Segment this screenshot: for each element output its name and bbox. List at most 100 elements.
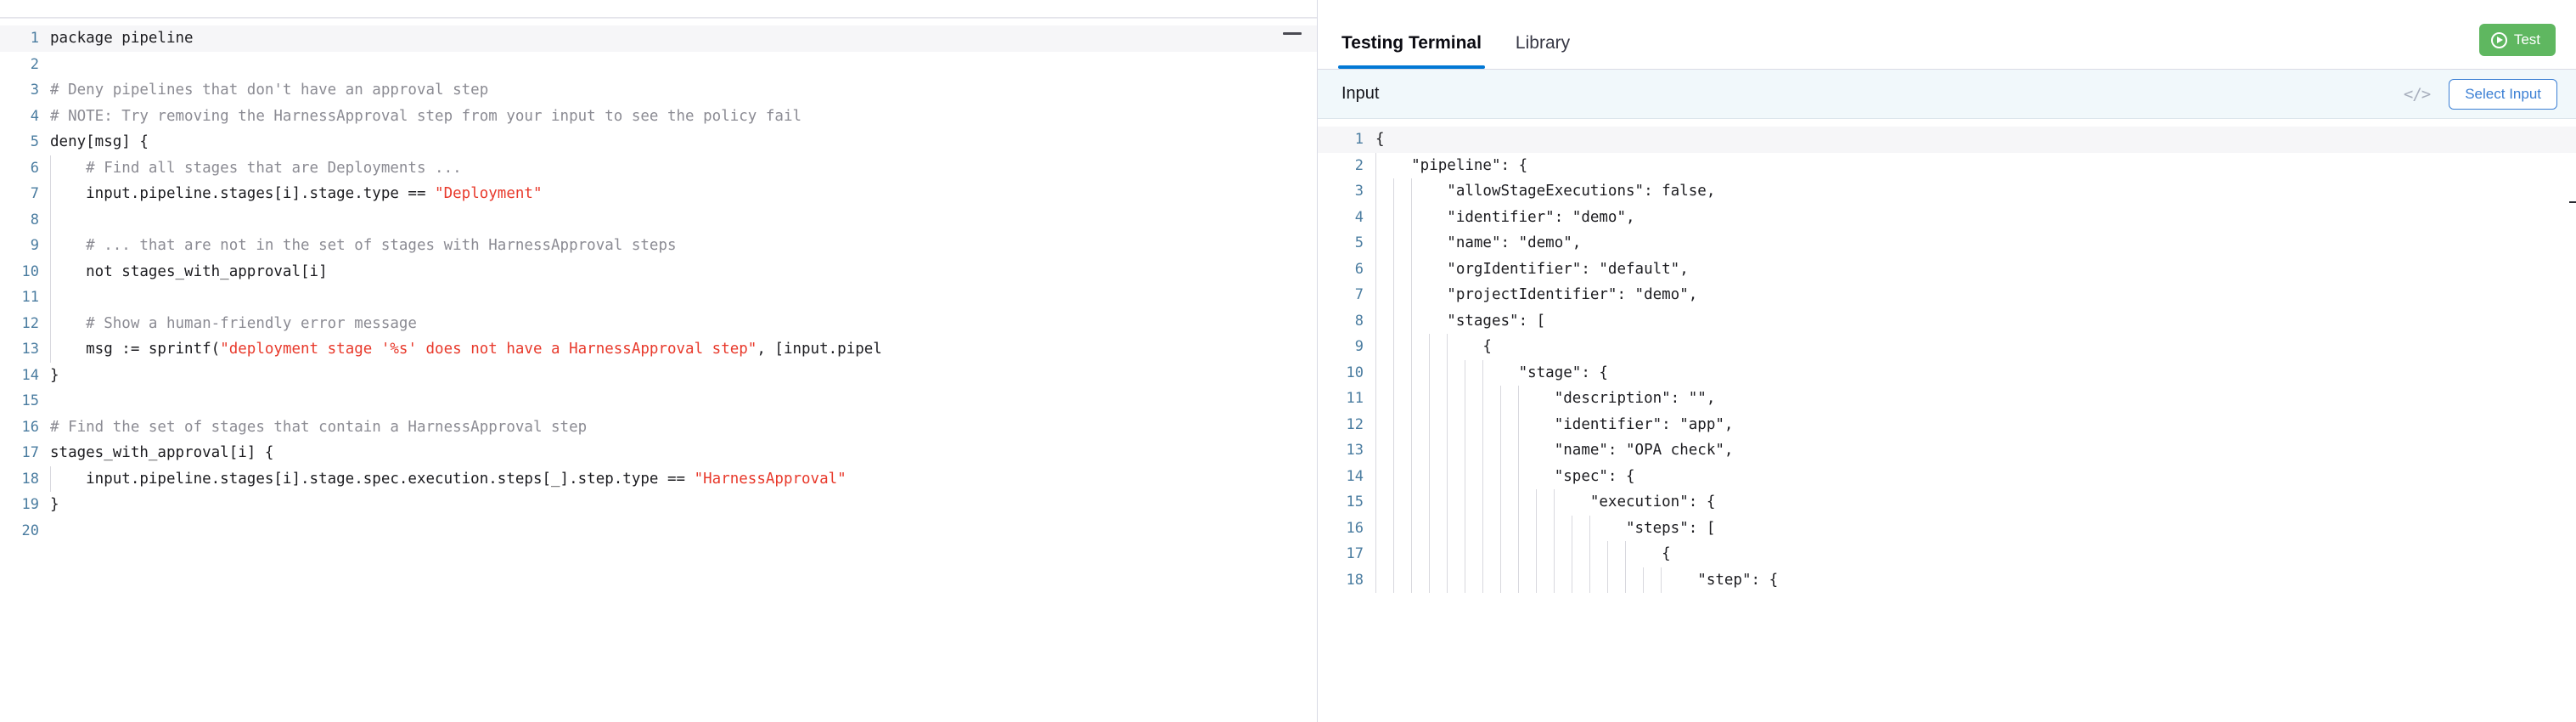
select-input-button[interactable]: Select Input xyxy=(2449,78,2557,110)
code-line[interactable]: 11 xyxy=(0,285,1317,311)
indent-guide xyxy=(50,465,51,492)
code-line-text xyxy=(39,52,1317,78)
code-line-text: # Deny pipelines that don't have an appr… xyxy=(50,82,489,99)
code-line-text: # NOTE: Try removing the HarnessApproval… xyxy=(50,107,802,125)
line-number: 12 xyxy=(21,314,39,332)
test-button[interactable]: Test xyxy=(2478,24,2556,56)
code-line-text: deny[msg] { xyxy=(50,133,149,150)
line-number: 2 xyxy=(30,55,39,73)
line-number: 4 xyxy=(1354,208,1364,226)
line-number: 12 xyxy=(1346,415,1364,433)
code-line[interactable]: 16# Find the set of stages that contain … xyxy=(0,415,1317,441)
indent-guide xyxy=(50,258,51,285)
code-line[interactable]: 9 # ... that are not in the set of stage… xyxy=(0,233,1317,259)
line-number: 1 xyxy=(30,30,39,47)
line-number: 7 xyxy=(1354,286,1364,304)
code-line[interactable]: 6 # Find all stages that are Deployments… xyxy=(0,155,1317,181)
code-line[interactable]: 8 xyxy=(0,206,1317,233)
json-line-text: "projectIdentifier": "demo", xyxy=(1375,286,1698,303)
line-number: 10 xyxy=(21,262,39,280)
line-number: 9 xyxy=(1354,338,1364,356)
json-line-text: "pipeline": { xyxy=(1375,156,1528,174)
json-line[interactable]: 14 "spec": { xyxy=(1318,463,2576,489)
json-line[interactable]: 2 "pipeline": { xyxy=(1318,152,2576,178)
code-line[interactable]: 19} xyxy=(0,492,1317,518)
indent-guide xyxy=(50,310,51,336)
json-line[interactable]: 12 "identifier": "app", xyxy=(1318,411,2576,437)
json-line[interactable]: 13 "name": "OPA check", xyxy=(1318,437,2576,464)
json-line[interactable]: 15 "execution": { xyxy=(1318,489,2576,516)
json-line[interactable]: 5 "name": "demo", xyxy=(1318,230,2576,257)
json-line-text: "description": "", xyxy=(1375,390,1716,407)
json-line[interactable]: 4 "identifier": "demo", xyxy=(1318,204,2576,230)
line-number: 17 xyxy=(1346,545,1364,563)
line-number: 15 xyxy=(21,392,39,409)
indent-guide xyxy=(50,206,51,233)
input-toolbar-actions: </> Select Input xyxy=(2403,78,2557,110)
line-number: 3 xyxy=(1354,183,1364,200)
code-line[interactable]: 18 input.pipeline.stages[i].stage.spec.e… xyxy=(0,465,1317,492)
rego-editor-pane: 1 package pipeline 2 3# Deny pipelines that… xyxy=(0,0,1318,722)
line-number: 5 xyxy=(1354,234,1364,252)
tab-testing-terminal[interactable]: Testing Terminal xyxy=(1338,33,1485,69)
code-line[interactable]: 3# Deny pipelines that don't have an app… xyxy=(0,77,1317,104)
json-line-text: "orgIdentifier": "default", xyxy=(1375,260,1689,278)
line-number: 13 xyxy=(1346,442,1364,460)
json-line[interactable]: 8 "stages": [ xyxy=(1318,307,2576,334)
line-number: 11 xyxy=(1346,390,1364,408)
terminal-tabs-bar: Testing Terminal Library Test xyxy=(1318,17,2576,70)
code-line[interactable]: 13 msg := sprintf("deployment stage '%s'… xyxy=(0,336,1317,363)
line-number: 2 xyxy=(1354,156,1364,174)
input-json-editor[interactable]: 1{2 "pipeline": {3 "allowStageExecutions… xyxy=(1318,119,2576,722)
line-number: 17 xyxy=(21,444,39,461)
json-line[interactable]: 16 "steps": [ xyxy=(1318,515,2576,541)
json-line[interactable]: 9 { xyxy=(1318,334,2576,360)
json-line[interactable]: 10 "stage": { xyxy=(1318,359,2576,386)
code-line[interactable]: 2 xyxy=(0,52,1317,78)
json-line-text: "name": "OPA check", xyxy=(1375,442,1734,459)
line-number: 5 xyxy=(30,133,39,150)
json-line[interactable]: 18 "step": { xyxy=(1318,567,2576,593)
json-line-text: "steps": [ xyxy=(1375,519,1716,537)
line-number: 6 xyxy=(1354,260,1364,278)
json-line[interactable]: 1{ xyxy=(1318,127,2576,153)
line-number: 19 xyxy=(21,496,39,513)
json-line-text: "identifier": "app", xyxy=(1375,415,1734,433)
indent-guide xyxy=(50,233,51,259)
json-line-text: "name": "demo", xyxy=(1375,234,1582,251)
line-number: 8 xyxy=(1354,312,1364,330)
rego-code-area[interactable]: 1 package pipeline 2 3# Deny pipelines that… xyxy=(0,18,1317,544)
code-view-icon[interactable]: </> xyxy=(2403,84,2431,104)
line-number: 6 xyxy=(30,159,39,177)
code-line-text: package pipeline xyxy=(50,30,194,47)
code-line[interactable]: 10 not stages_with_approval[i] xyxy=(0,258,1317,285)
code-line-text: } xyxy=(50,496,59,513)
code-line[interactable]: 4# NOTE: Try removing the HarnessApprova… xyxy=(0,104,1317,130)
scroll-indicator xyxy=(2569,201,2576,203)
code-line[interactable]: 14} xyxy=(0,363,1317,389)
code-line[interactable]: 7 input.pipeline.stages[i].stage.type ==… xyxy=(0,181,1317,207)
minimize-icon[interactable] xyxy=(1283,27,1302,39)
json-line[interactable]: 7 "projectIdentifier": "demo", xyxy=(1318,282,2576,308)
code-line[interactable]: 12 # Show a human-friendly error message xyxy=(0,310,1317,336)
code-line-text: not stages_with_approval[i] xyxy=(50,262,328,280)
editor-top-shadow xyxy=(0,18,1317,19)
line-number: 8 xyxy=(30,211,39,228)
line-number: 15 xyxy=(1346,494,1364,511)
code-line-text: # Show a human-friendly error message xyxy=(50,314,417,332)
json-line[interactable]: 17 { xyxy=(1318,541,2576,567)
json-line[interactable]: 6 "orgIdentifier": "default", xyxy=(1318,256,2576,282)
line-number: 16 xyxy=(21,418,39,436)
code-line[interactable]: 5 deny[msg] { xyxy=(0,129,1317,155)
json-line[interactable]: 11 "description": "", xyxy=(1318,386,2576,412)
code-line[interactable]: 20 xyxy=(0,518,1317,544)
line-number: 20 xyxy=(21,522,39,539)
code-line[interactable]: 15 xyxy=(0,388,1317,415)
json-line[interactable]: 3 "allowStageExecutions": false, xyxy=(1318,178,2576,205)
code-line[interactable]: 1 package pipeline xyxy=(0,25,1317,52)
tab-library[interactable]: Library xyxy=(1515,32,1571,53)
indent-guide xyxy=(50,336,51,363)
code-line-text: msg := sprintf("deployment stage '%s' do… xyxy=(50,341,882,358)
